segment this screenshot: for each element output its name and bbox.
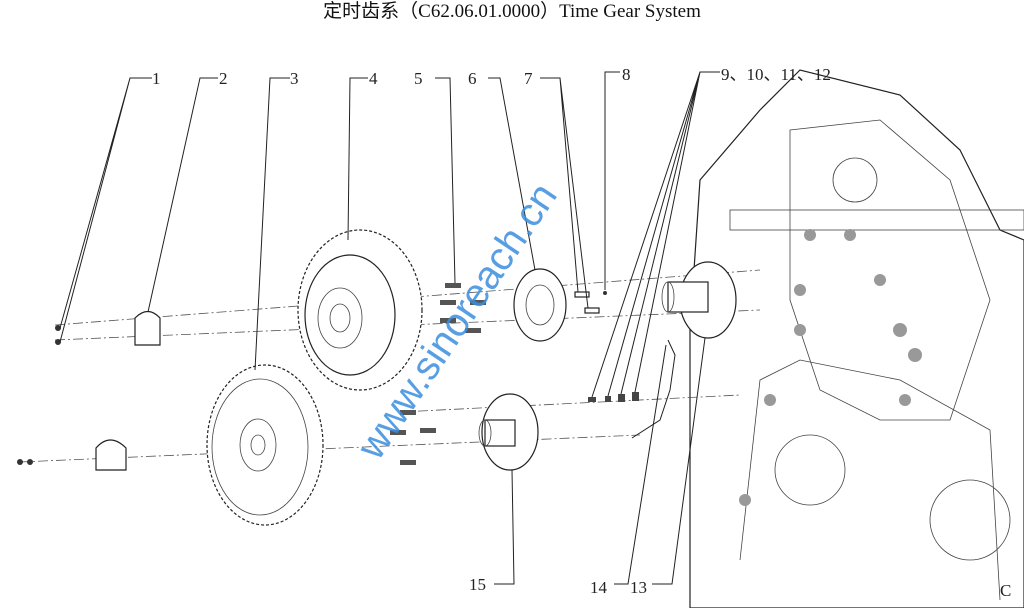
part-7-pin-2	[584, 307, 600, 314]
part-15-idler-shaft	[478, 393, 539, 471]
callout-3: 3	[290, 69, 299, 88]
part-13-idler-shaft	[661, 261, 737, 339]
callout-6: 6	[468, 69, 477, 88]
callout-7: 7	[524, 69, 533, 88]
part-3-idler-gear	[206, 364, 324, 526]
callout-13: 13	[630, 578, 647, 597]
part-4-compound-gear	[297, 229, 423, 391]
part-1-bolts	[17, 325, 61, 465]
part-6-flange	[513, 268, 567, 342]
part-2-thrust-plate-lower	[95, 439, 127, 471]
callout-8: 8	[622, 65, 631, 84]
corner-mark: C	[1000, 581, 1011, 600]
parts-9-12-fittings	[588, 392, 639, 402]
callout-9-12: 9、10、11、12	[721, 65, 831, 84]
leader-lines	[59, 71, 720, 585]
part-14-oil-pipe	[631, 339, 676, 439]
gear-housing	[689, 69, 1024, 608]
callout-14: 14	[590, 578, 608, 597]
callout-2: 2	[219, 69, 228, 88]
part-5-bolts	[390, 283, 486, 465]
callout-4: 4	[369, 69, 378, 88]
diagram-title: 定时齿系（C62.06.01.0000）Time Gear System	[323, 1, 701, 22]
part-7-pin	[574, 291, 590, 298]
callout-5: 5	[414, 69, 423, 88]
part-2-thrust-plate	[134, 310, 161, 346]
callout-1: 1	[152, 69, 161, 88]
callout-labels: 1 2 3 4 5 6 7 8 9、10、11、12 15 14 13 C	[152, 65, 1011, 600]
part-8-pin	[603, 291, 607, 295]
callout-15: 15	[469, 575, 486, 594]
